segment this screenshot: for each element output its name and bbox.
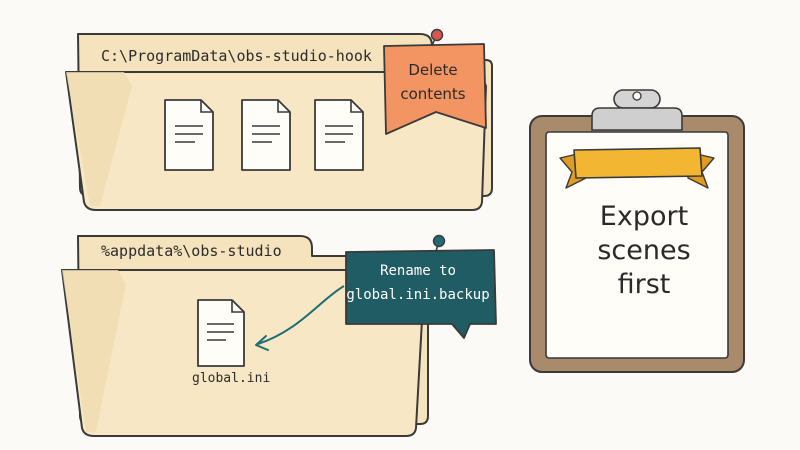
clipboard [529, 89, 745, 373]
document-icon [164, 99, 214, 171]
clipboard-paper [545, 131, 729, 359]
document-icon [197, 299, 245, 367]
pushpin-icon [430, 28, 444, 47]
document-icon [241, 99, 291, 171]
clipboard-line: scenes [597, 235, 691, 266]
rename-note [345, 249, 497, 339]
delete-note-line: contents [400, 85, 466, 103]
folder-path-appdata: %appdata%\obs-studio [101, 242, 282, 260]
rename-note-text: Rename to global.ini.backup [343, 259, 493, 307]
rename-note-line: Rename to [380, 263, 456, 279]
delete-contents-text: Delete contents [386, 58, 480, 106]
clipboard-text: Export scenes first [556, 200, 732, 302]
rename-note-line: global.ini.backup [346, 287, 490, 303]
document-icon [314, 99, 364, 171]
clipboard-ribbon [559, 147, 715, 189]
clipboard-clip [591, 89, 683, 131]
delete-note-line: Delete [408, 61, 458, 79]
file-name-label: global.ini [192, 371, 271, 386]
pushpin-icon [432, 234, 446, 253]
delete-contents-note [383, 43, 487, 135]
clipboard-line: Export [599, 201, 689, 232]
folder-path-program-data: C:\ProgramData\obs-studio-hook [101, 47, 372, 65]
clipboard-line: first [617, 269, 671, 300]
folder-front-shade [66, 72, 132, 206]
folder-front-shade [62, 270, 126, 432]
rename-arrow [255, 285, 345, 351]
